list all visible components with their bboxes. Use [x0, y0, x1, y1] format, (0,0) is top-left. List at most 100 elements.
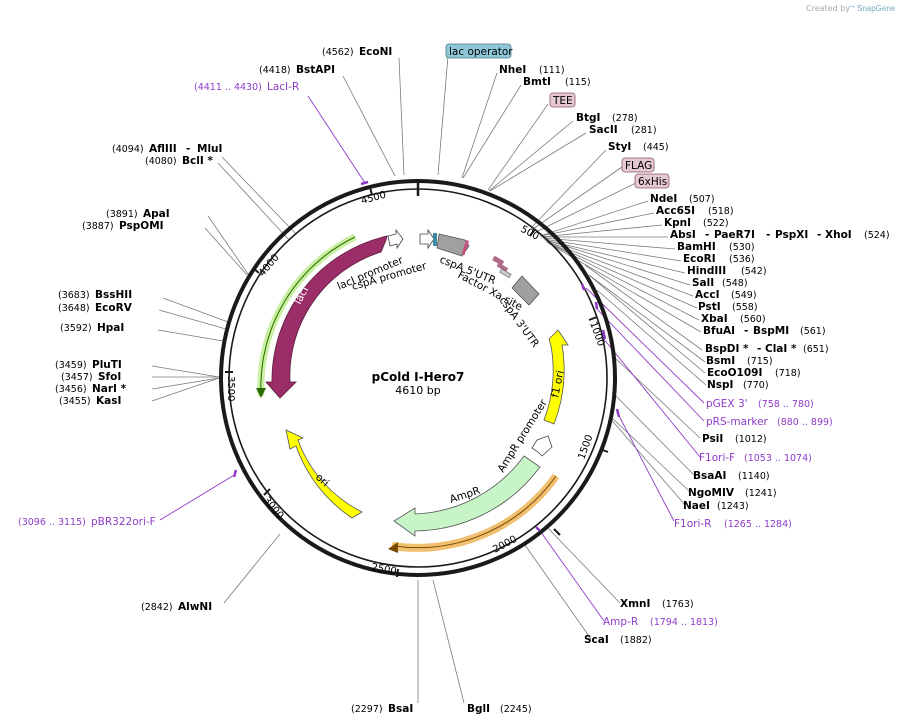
afliii-name[interactable]: AflIII	[149, 143, 177, 155]
hindiii-pos: (542)	[741, 266, 767, 277]
ecori-pos: (536)	[729, 254, 755, 265]
bsmi-pos: (715)	[747, 356, 773, 367]
absi-name[interactable]: AbsI	[670, 229, 696, 241]
nari-name[interactable]: NarI *	[92, 383, 127, 395]
ecori-name[interactable]: EcoRI	[683, 253, 716, 265]
psti-name[interactable]: PstI	[698, 301, 721, 313]
his-tag-mark	[496, 262, 509, 272]
sali-name[interactable]: SalI	[692, 277, 714, 289]
bspdi-name[interactable]: BspDI *	[705, 343, 749, 355]
primer-marks	[232, 180, 621, 532]
scai-name[interactable]: ScaI	[584, 634, 609, 646]
bfuai-name[interactable]: BfuAI	[703, 325, 735, 337]
pbr322ori-f-name[interactable]: pBR322ori-F	[91, 516, 156, 528]
bsaai-name[interactable]: BsaAI	[693, 470, 726, 482]
tick-500: 500	[519, 224, 541, 243]
pgex3-range: (758 .. 780)	[758, 399, 814, 410]
ngomiv-pos: (1241)	[745, 488, 777, 499]
bgli-name[interactable]: BglI	[467, 703, 490, 715]
btgi-name[interactable]: BtgI	[576, 112, 600, 124]
alwni-name[interactable]: AlwNI	[178, 601, 212, 613]
xmni-name[interactable]: XmnI	[620, 598, 650, 610]
cspa-promoter-arrow[interactable]	[419, 228, 435, 250]
bcli-name[interactable]: BclI *	[182, 155, 213, 167]
ndei-name[interactable]: NdeI	[650, 193, 677, 205]
pluti-name[interactable]: PluTI	[92, 359, 122, 371]
xbai-name[interactable]: XbaI	[701, 313, 728, 325]
bsshii-name[interactable]: BssHII	[95, 289, 132, 301]
ngomiv-name[interactable]: NgoMIV	[688, 487, 735, 499]
amp-r-name[interactable]: Amp-R	[603, 616, 638, 628]
f1ori-r-name[interactable]: F1ori-R	[674, 518, 711, 530]
bamhi-name[interactable]: BamHI	[677, 241, 716, 253]
leader-lines	[151, 55, 707, 704]
bmti-name[interactable]: BmtI	[523, 76, 551, 88]
bsaai-pos: (1140)	[738, 471, 770, 482]
kpni-name[interactable]: KpnI	[664, 217, 691, 229]
acc65i-name[interactable]: Acc65I	[656, 205, 695, 217]
nspi-name[interactable]: NspI	[707, 379, 733, 391]
nhei-name[interactable]: NheI	[499, 64, 526, 76]
cspa-3utr-feature[interactable]	[511, 275, 540, 306]
apai-name[interactable]: ApaI	[143, 208, 170, 220]
prs-marker-name[interactable]: pRS-marker	[706, 416, 769, 428]
primer-leaders	[159, 95, 705, 622]
backbone-outer	[219, 179, 617, 577]
paer7i-name[interactable]: PaeR7I	[714, 229, 755, 241]
bstapi-name[interactable]: BstAPI	[296, 64, 335, 76]
tee-label: TEE	[552, 95, 573, 107]
tick-3500: 3500	[225, 376, 236, 401]
ecorv-pos: (3648)	[58, 303, 90, 314]
ampr-feature[interactable]	[393, 455, 541, 537]
bsmi-name[interactable]: BsmI	[706, 355, 735, 367]
xhoi-name[interactable]: XhoI	[825, 229, 852, 241]
kasi-pos: (3455)	[59, 396, 91, 407]
psii-name[interactable]: PsiI	[702, 433, 723, 445]
sfoi-name[interactable]: SfoI	[98, 371, 121, 383]
xmni-pos: (1763)	[662, 599, 694, 610]
laci-feature[interactable]	[265, 235, 388, 399]
ori-feature[interactable]	[285, 429, 363, 519]
bfuai-pos: (561)	[800, 326, 826, 337]
mlui-name[interactable]: MluI	[197, 143, 222, 155]
acci-name[interactable]: AccI	[695, 289, 719, 301]
btgi-pos: (278)	[612, 113, 638, 124]
pgex3-name[interactable]: pGEX 3'	[706, 398, 748, 410]
f1ori-r-range: (1265 .. 1284)	[724, 519, 792, 530]
ecoo109i-pos: (718)	[775, 368, 801, 379]
bsshii-pos: (3683)	[58, 290, 90, 301]
hpai-name[interactable]: HpaI	[97, 322, 124, 334]
tick-1500: 1500	[576, 433, 595, 461]
pluti-pos: (3459)	[55, 360, 87, 371]
sfoi-pos: (3457)	[61, 372, 93, 383]
ecorv-name[interactable]: EcoRV	[95, 302, 133, 314]
laci-promoter-arrow[interactable]	[387, 228, 404, 250]
econi-name[interactable]: EcoNI	[359, 46, 392, 58]
econi-pos: (4562)	[322, 47, 354, 58]
tick-2500: 2500	[370, 562, 397, 577]
lac-operator-label: lac operator	[449, 46, 513, 58]
plasmid-name: pCold I-Hero7	[372, 370, 465, 384]
enzyme-labels-left: (4562) EcoNI (4418) BstAPI (4411 .. 4430…	[18, 46, 532, 715]
ampr-orf-arrow-icon	[388, 542, 398, 553]
ampr-promoter-arrow[interactable]	[531, 435, 553, 457]
laci-r-name[interactable]: LacI-R	[267, 81, 299, 93]
watermark-prefix: Created by	[806, 4, 850, 13]
hindiii-name[interactable]: HindIII	[687, 265, 726, 277]
bsai-name[interactable]: BsaI	[388, 703, 413, 715]
pspomi-name[interactable]: PspOMI	[119, 220, 164, 232]
f1-ori-feature[interactable]	[543, 329, 569, 425]
kasi-name[interactable]: KasI	[96, 395, 121, 407]
naei-name[interactable]: NaeI	[683, 500, 710, 512]
pspxi-name[interactable]: PspXI	[775, 229, 808, 241]
bstapi-pos: (4418)	[259, 65, 291, 76]
nari-pos: (3456)	[55, 384, 87, 395]
ecoo109i-name[interactable]: EcoO109I	[707, 367, 762, 379]
sacii-name[interactable]: SacII	[589, 124, 618, 136]
f1ori-f-name[interactable]: F1ori-F	[699, 452, 735, 464]
naei-pos: (1243)	[717, 501, 749, 512]
clai-name[interactable]: ClaI *	[765, 343, 797, 355]
tick-4500: 4500	[360, 190, 387, 207]
styi-name[interactable]: StyI	[608, 141, 631, 153]
bspmi-name[interactable]: BspMI	[753, 325, 789, 337]
